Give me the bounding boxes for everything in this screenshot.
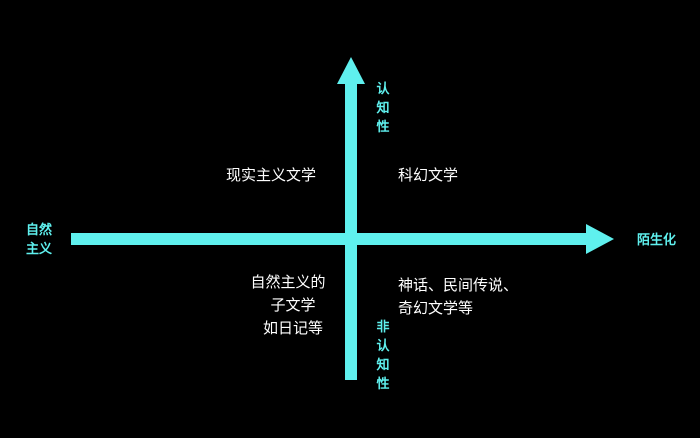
quadrant-top-left: 现实主义文学: [226, 164, 316, 187]
quadrant-bottom-left-line-1: 自然主义的: [250, 273, 326, 291]
axis-label-top: 认知性: [376, 82, 390, 135]
quadrant-bottom-left-line-3: 如日记等: [262, 319, 323, 337]
axis-label-left: 自然主义: [25, 223, 52, 257]
right-arrow-head: [586, 224, 614, 254]
quadrant-bottom-right-line-1: 神话、民间传说、: [398, 276, 519, 294]
axis-label-bottom: 非认知性: [376, 320, 390, 392]
up-arrow-head: [337, 57, 365, 84]
quadrant-bottom-left-line-2: 子文学: [270, 296, 316, 314]
quadrant-top-left-line: 现实主义文学: [226, 166, 317, 184]
quadrant-bottom-right-line-2: 奇幻文学等: [398, 299, 474, 317]
horizontal-axis-line: [71, 233, 591, 245]
quadrant-bottom-right: 神话、民间传说、 奇幻文学等: [398, 274, 518, 320]
quadrant-top-right-line: 科幻文学: [398, 166, 459, 184]
axis-label-right: 陌生化: [637, 233, 677, 248]
quadrant-top-right: 科幻文学: [398, 164, 458, 187]
vertical-axis-line: [345, 80, 357, 380]
quadrant-bottom-left: 自然主义的 子文学 如日记等: [238, 271, 338, 340]
